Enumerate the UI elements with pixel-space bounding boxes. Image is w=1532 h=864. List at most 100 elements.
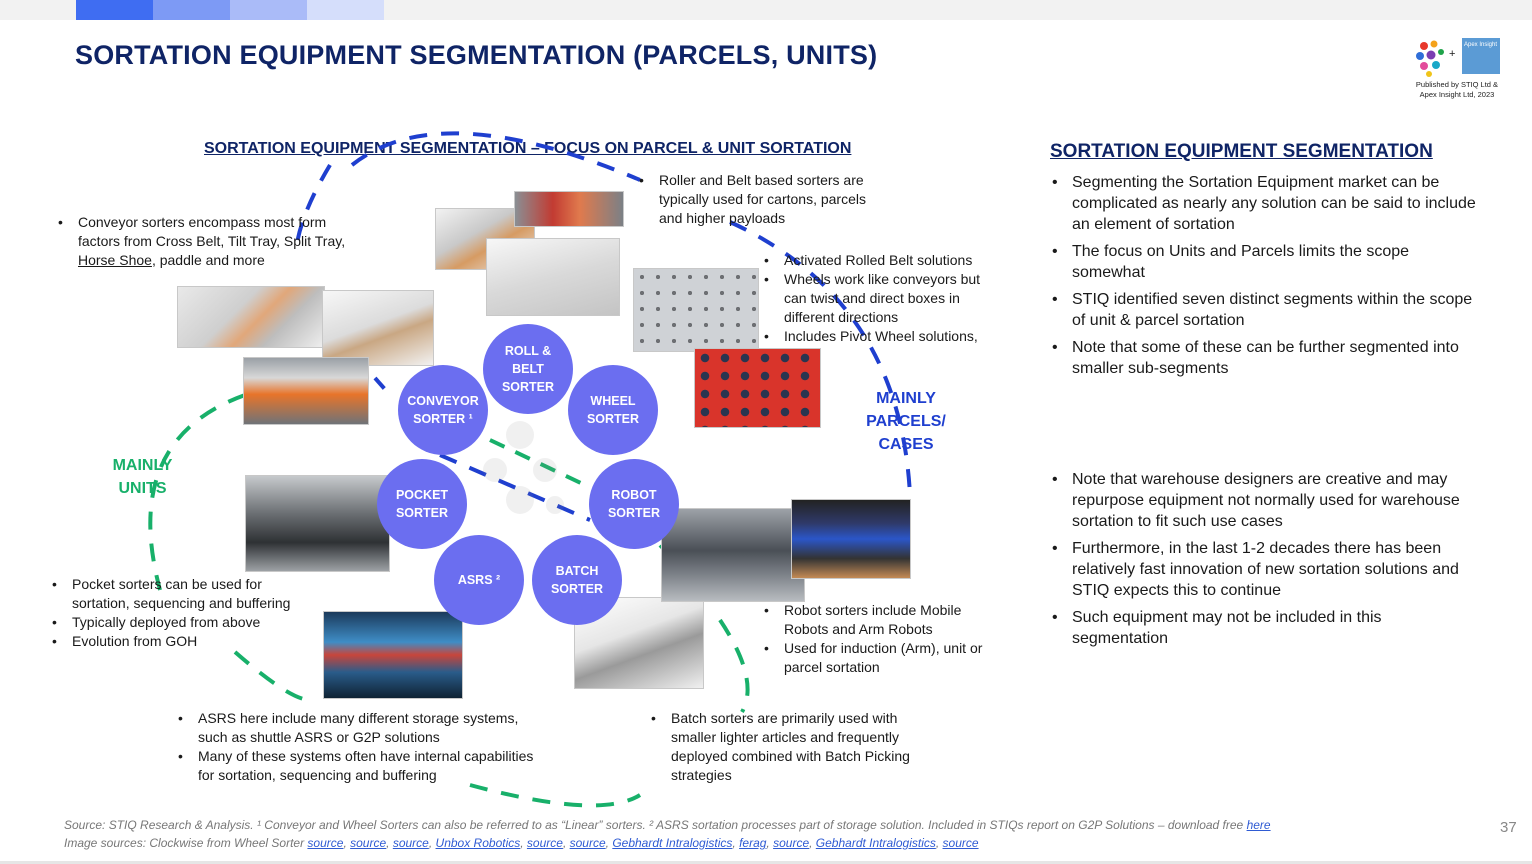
sidebar-bullet: Note that warehouse designers are creati… — [1050, 469, 1480, 532]
segment-label: CONVEYOR — [407, 394, 479, 408]
source-link[interactable]: source — [942, 836, 979, 850]
segment-label: SORTER — [501, 380, 555, 394]
units-arc — [489, 438, 586, 487]
robot-photo — [791, 499, 911, 579]
segment-label: BELT — [512, 362, 544, 376]
sidebar-bullet: Note that some of these can be further s… — [1050, 337, 1480, 379]
note-item: Evolution from GOH — [50, 632, 315, 651]
top-bar-segment — [153, 0, 230, 20]
note-item: Roller and Belt based sorters are typica… — [637, 171, 867, 228]
roller-notes: Roller and Belt based sorters are typica… — [637, 171, 867, 228]
units-arc — [469, 783, 642, 808]
source-link[interactable]: source — [392, 836, 429, 850]
conveyor-photo — [322, 290, 434, 366]
parcels-arc — [439, 453, 591, 522]
conveyor-notes: Conveyor sorters encompass most form fac… — [56, 213, 356, 270]
source-text: Source: STIQ Research & Analysis. ¹ Conv… — [64, 818, 1247, 832]
parcels-arc — [294, 163, 332, 251]
batch-notes: Batch sorters are primarily used with sm… — [649, 709, 929, 785]
parcels-arc — [373, 376, 392, 397]
sidebar-bullet: Segmenting the Sortation Equipment marke… — [1050, 172, 1480, 235]
mainly-parcels-label: MAINLY PARCELS/ CASES — [861, 387, 951, 456]
wheel-photo — [694, 348, 821, 428]
top-bar-segment — [307, 0, 384, 20]
download-link[interactable]: here — [1246, 818, 1271, 832]
segment-label: SORTER — [586, 412, 640, 426]
note-item: Many of these systems often have interna… — [176, 747, 536, 785]
note-item: Typically deployed from above — [50, 613, 315, 632]
segment-label: SORTER — [395, 506, 449, 520]
segment-label: SORTER — [607, 506, 661, 520]
source-link[interactable]: ferag — [739, 836, 767, 850]
source-link[interactable]: source — [569, 836, 606, 850]
note-item: Robot sorters include Mobile Robots and … — [762, 601, 987, 639]
mainly-parcels-line: PARCELS/ — [866, 413, 946, 430]
segment-conveyor-sorter: CONVEYOR SORTER ¹ — [398, 365, 488, 455]
source-link[interactable]: Gebhardt Intralogistics — [815, 836, 936, 850]
publisher-caption-line: Apex Insight Ltd, 2023 — [1419, 90, 1495, 99]
note-item: Activated Rolled Belt solutions — [762, 251, 998, 270]
center-decoration-icon — [483, 421, 564, 514]
page-title: SORTATION EQUIPMENT SEGMENTATION (PARCEL… — [75, 40, 878, 70]
source-link[interactable]: source — [307, 836, 344, 850]
sidebar-bullet: Such equipment may not be included in th… — [1050, 607, 1480, 649]
roller-photo — [514, 191, 624, 227]
robot-photo — [661, 508, 805, 602]
segment-label: ASRS ² — [457, 573, 501, 587]
source-note: Source: STIQ Research & Analysis. ¹ Conv… — [64, 816, 1464, 834]
publisher-caption-line: Published by STIQ Ltd & — [1415, 80, 1499, 89]
note-item: Batch sorters are primarily used with sm… — [649, 709, 929, 785]
note-text: , paddle and more — [151, 252, 265, 268]
image-sources-text: Image sources: Clockwise from Wheel Sort… — [64, 836, 308, 850]
image-sources: Image sources: Clockwise from Wheel Sort… — [64, 836, 979, 850]
note-item: Used for induction (Arm), unit or parcel… — [762, 639, 987, 677]
page-number: 37 — [1500, 819, 1517, 836]
note-item: Conveyor sorters encompass most form fac… — [56, 213, 356, 270]
segment-label: SORTER ¹ — [413, 412, 473, 426]
horse-shoe-link[interactable]: Horse Shoe — [78, 252, 152, 268]
mainly-parcels-line: CASES — [878, 436, 934, 453]
conveyor-photo — [243, 357, 369, 425]
note-item: Includes Pivot Wheel solutions, — [762, 327, 998, 346]
sidebar-bullet: The focus on Units and Parcels limits th… — [1050, 241, 1480, 283]
units-arc — [233, 650, 311, 702]
parcels-arc — [350, 131, 641, 182]
segment-batch-sorter: BATCH SORTER — [532, 535, 622, 625]
source-link[interactable]: source — [350, 836, 387, 850]
pocket-notes: Pocket sorters can be used for sortation… — [50, 575, 315, 651]
sidebar-bullet: STIQ identified seven distinct segments … — [1050, 289, 1480, 331]
logo-plus: + — [1449, 48, 1456, 60]
stiq-logo-icon — [1416, 40, 1444, 77]
bottom-divider — [0, 861, 1532, 864]
top-bar — [0, 0, 1532, 20]
wheel-notes: Activated Rolled Belt solutions Wheels w… — [762, 251, 998, 346]
sidebar-title: SORTATION EQUIPMENT SEGMENTATION — [1050, 141, 1433, 162]
pocket-photo — [245, 475, 390, 572]
source-link[interactable]: Unbox Robotics — [435, 836, 521, 850]
segment-roll-belt-sorter: ROLL & BELT SORTER — [483, 324, 573, 414]
top-bar-segment — [230, 0, 307, 20]
conveyor-photo — [177, 286, 325, 348]
segment-label: BATCH — [555, 564, 599, 578]
segment-label: POCKET — [395, 488, 449, 502]
segment-label: ROLL & — [504, 344, 552, 358]
segment-pocket-sorter: POCKET SORTER — [377, 459, 467, 549]
publisher-logo: + Apex Insight Published by STIQ Ltd & A… — [1412, 36, 1504, 102]
segment-asrs: ASRS ² — [434, 535, 524, 625]
top-bar-segment — [76, 0, 153, 20]
segment-label: SORTER — [550, 582, 604, 596]
source-link[interactable]: Gebhardt Intralogistics — [612, 836, 733, 850]
roller-photo — [486, 238, 620, 316]
source-link[interactable]: source — [773, 836, 810, 850]
note-text: Conveyor sorters encompass most form fac… — [78, 214, 346, 249]
mainly-parcels-line: MAINLY — [876, 390, 936, 407]
apex-insight-logo: Apex Insight — [1462, 38, 1500, 74]
asrs-photo — [323, 611, 463, 699]
sidebar-bullets-bottom: Note that warehouse designers are creati… — [1050, 469, 1480, 655]
source-link[interactable]: source — [526, 836, 563, 850]
note-item: ASRS here include many different storage… — [176, 709, 536, 747]
units-arc — [148, 393, 246, 591]
sidebar-bullet: Furthermore, in the last 1-2 decades the… — [1050, 538, 1480, 601]
